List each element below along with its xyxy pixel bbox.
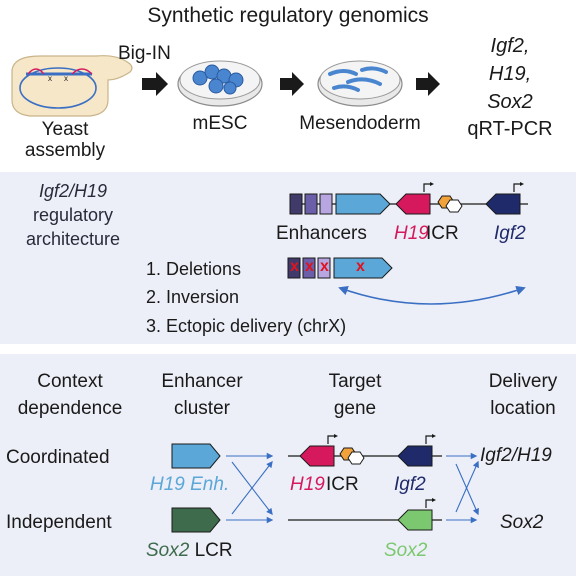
- h19-enhancer-cluster: [171, 443, 221, 469]
- svg-text:x: x: [48, 74, 52, 83]
- delivery-sox2: Sox2: [500, 512, 544, 533]
- header-context-line2: dependence: [17, 398, 123, 419]
- header-context-line1: Context: [37, 371, 103, 392]
- header-enhancer-line2: cluster: [174, 398, 230, 419]
- svg-text:x: x: [64, 74, 68, 83]
- igf2-h19-locus: [289, 182, 528, 215]
- independent-target-locus: [288, 498, 442, 531]
- target-delivery-crossing-arrows: [446, 452, 479, 524]
- context-h19-label: H19: [290, 474, 325, 495]
- h19-gene-arrow: [395, 193, 431, 215]
- enhancer-block-1: [289, 193, 303, 215]
- step-deletions: 1. Deletions: [146, 259, 242, 279]
- workflow-arrow-3: [416, 72, 440, 96]
- enhancer-block-2: [304, 193, 318, 215]
- context-sox2-gene-label: Sox2: [384, 540, 428, 561]
- sox2-lcr-cluster: [171, 507, 221, 533]
- row-independent: Independent: [6, 512, 112, 533]
- deletion-mark-1: x: [290, 258, 299, 275]
- mesendoderm-dish-icon: [317, 60, 403, 107]
- deletion-mark-2: x: [305, 258, 314, 275]
- coordinated-target-locus: [288, 434, 442, 467]
- mesc-dish-icon: [177, 60, 263, 107]
- yeast-label-line1: Yeast: [41, 119, 89, 140]
- step-inversion: 2. Inversion: [146, 287, 240, 307]
- icr-label: ICR: [426, 223, 459, 244]
- h19-label: H19: [394, 223, 429, 244]
- row-coordinated: Coordinated: [6, 447, 110, 468]
- header-enhancer-line1: Enhancer: [161, 371, 243, 392]
- igf2-gene-arrow: [485, 193, 521, 215]
- architecture-heading-line2: regulatory: [32, 205, 114, 225]
- sox2-lcr-label: Sox2 LCR: [146, 541, 233, 560]
- context-igf2-label: Igf2: [394, 474, 426, 495]
- header-delivery-line2: location: [490, 398, 556, 419]
- deletion-mark-3: x: [320, 258, 329, 275]
- architecture-heading-line1: Igf2/H19: [38, 181, 108, 201]
- igf2-label: Igf2: [494, 223, 526, 244]
- yeast-cell-icon: x x: [11, 55, 133, 117]
- step-ectopic-delivery: 3. Ectopic delivery (chrX): [146, 316, 347, 336]
- sox2-lcr-suffix: LCR: [194, 540, 233, 561]
- enhancers-label: Enhancers: [276, 223, 367, 244]
- enhancer-block-3: [319, 193, 333, 215]
- bigin-label: Big-IN: [118, 43, 171, 64]
- header-target-line1: Target: [328, 371, 382, 392]
- workflow-arrow-2: [280, 72, 304, 96]
- deletion-mark-4: x: [356, 258, 365, 275]
- header-delivery-line1: Delivery: [488, 371, 558, 392]
- gene-label-sox2: Sox2: [487, 91, 533, 113]
- context-panel: [0, 354, 576, 576]
- mesendoderm-label: Mesendoderm: [299, 113, 421, 134]
- figure-title: Synthetic regulatory genomics: [147, 4, 429, 27]
- deletion-blocks: [287, 257, 393, 279]
- workflow-arrow-1: [142, 72, 168, 96]
- h19-enhancer-arrow: [335, 193, 391, 215]
- gene-label-igf2: Igf2,: [490, 35, 530, 57]
- inversion-arrow: [338, 285, 526, 305]
- mesc-label: mESC: [192, 113, 248, 134]
- h19-enh-label: H19 Enh.: [150, 474, 230, 495]
- architecture-heading-line3: architecture: [25, 229, 121, 249]
- qrt-pcr-label: qRT-PCR: [467, 118, 553, 140]
- delivery-igf2-h19: Igf2/H19: [480, 445, 552, 466]
- yeast-label-line2: assembly: [24, 140, 106, 161]
- header-target-line2: gene: [333, 398, 377, 419]
- sox2-lcr-gene: Sox2: [146, 540, 190, 561]
- enhancer-target-crossing-arrows: [226, 452, 274, 524]
- context-icr-label: ICR: [326, 474, 359, 495]
- gene-label-h19: H19,: [488, 63, 532, 85]
